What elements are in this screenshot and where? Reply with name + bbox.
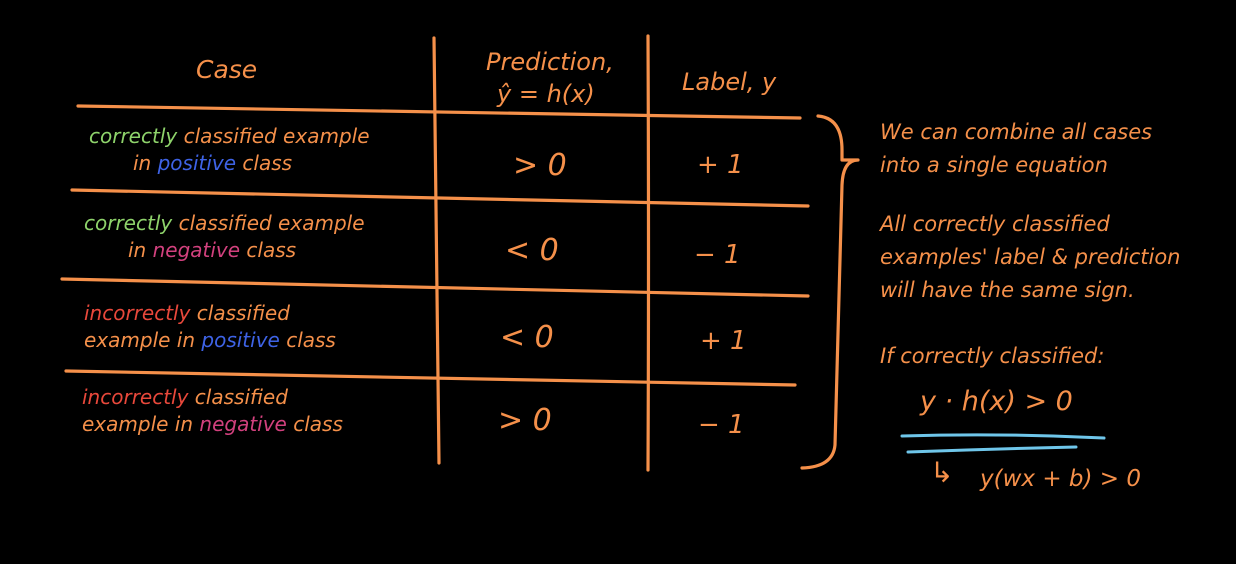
equation-underline-2 bbox=[906, 445, 1078, 454]
header-prediction-formula: ŷ = h(x) bbox=[497, 80, 595, 108]
case-text: in bbox=[133, 151, 158, 175]
status-word: incorrectly bbox=[82, 385, 189, 409]
note-line: We can combine all cases bbox=[880, 120, 1153, 144]
column-line-2 bbox=[646, 34, 651, 472]
class-word: negative bbox=[199, 412, 287, 436]
note-line: into a single equation bbox=[880, 153, 1108, 177]
table-row-1-prediction: > 0 bbox=[513, 148, 567, 183]
case-text: classified bbox=[188, 385, 288, 409]
table-row-1-label: + 1 bbox=[697, 150, 744, 180]
status-word: incorrectly bbox=[84, 301, 191, 325]
status-word: correctly bbox=[89, 124, 178, 148]
right-brace-icon bbox=[800, 114, 860, 470]
case-text: in bbox=[128, 238, 153, 262]
header-row-line bbox=[76, 104, 802, 120]
table-row-4-prediction: > 0 bbox=[498, 403, 552, 438]
row-line-2 bbox=[60, 277, 810, 298]
equation-main: y · h(x) > 0 bbox=[920, 386, 1073, 417]
note-if-correct: If correctly classified: bbox=[880, 344, 1105, 368]
table-row-3-prediction: < 0 bbox=[500, 320, 554, 355]
note-combine-cases: We can combine all cases into a single e… bbox=[880, 116, 1152, 182]
case-text: class bbox=[236, 151, 293, 175]
class-word: positive bbox=[201, 328, 280, 352]
case-text: classified example bbox=[172, 211, 365, 235]
table-row-2-prediction: < 0 bbox=[505, 233, 559, 268]
equation-expanded: y(wx + b) > 0 bbox=[980, 466, 1141, 492]
note-line: will have the same sign. bbox=[880, 278, 1135, 302]
class-word: negative bbox=[152, 238, 241, 262]
class-word: positive bbox=[157, 151, 237, 175]
header-prediction: Prediction, bbox=[486, 48, 614, 76]
row-line-1 bbox=[70, 188, 810, 208]
header-case: Case bbox=[196, 55, 258, 84]
arrow-icon: ↳ bbox=[930, 456, 954, 489]
status-word: correctly bbox=[84, 211, 173, 235]
note-line: All correctly classified bbox=[880, 212, 1110, 236]
note-same-sign: All correctly classified examples' label… bbox=[880, 208, 1180, 307]
table-row-3-label: + 1 bbox=[700, 326, 747, 356]
column-line-1 bbox=[432, 36, 441, 465]
table-row-2-label: − 1 bbox=[694, 240, 741, 270]
case-text: classified bbox=[190, 301, 290, 325]
table-row-4-label: − 1 bbox=[698, 410, 745, 440]
case-text: class bbox=[286, 412, 343, 436]
case-text: example in bbox=[82, 412, 200, 436]
case-text: class bbox=[279, 328, 336, 352]
note-line: examples' label & prediction bbox=[880, 245, 1181, 269]
case-text: classified example bbox=[177, 124, 370, 148]
table-row-2-case: correctly classified example in negative… bbox=[84, 210, 365, 264]
header-label: Label, y bbox=[682, 68, 777, 96]
equation-underline-1 bbox=[900, 433, 1106, 440]
row-line-3 bbox=[64, 369, 797, 387]
case-text: example in bbox=[84, 328, 202, 352]
table-row-3-case: incorrectly classified example in positi… bbox=[84, 300, 336, 354]
table-row-1-case: correctly classified example in positive… bbox=[89, 123, 370, 177]
case-text: class bbox=[240, 238, 297, 262]
table-row-4-case: incorrectly classified example in negati… bbox=[82, 384, 343, 438]
